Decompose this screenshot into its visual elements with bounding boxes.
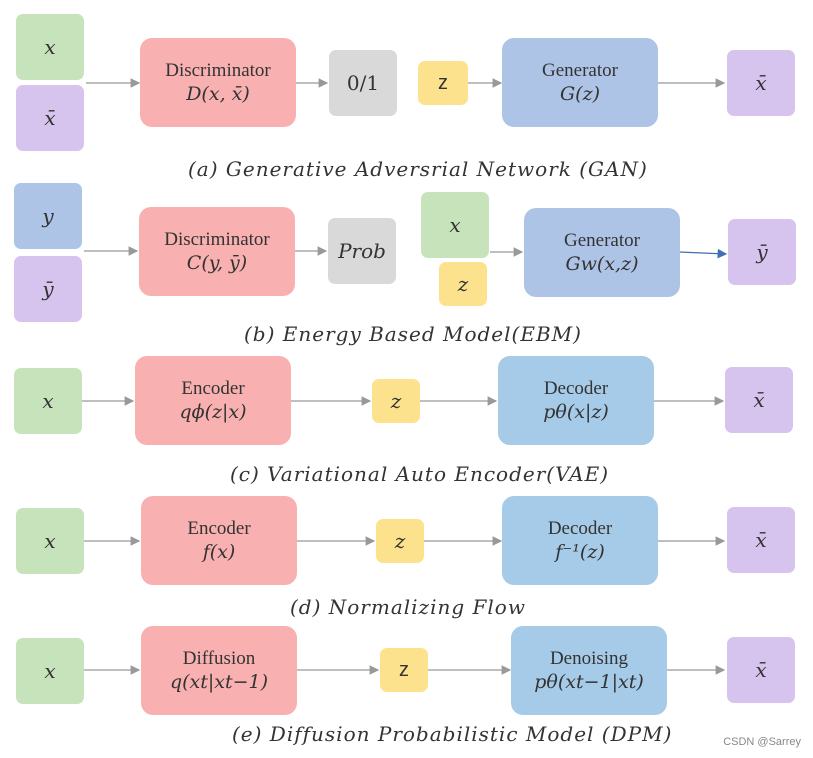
flow-encoder: Encoder f(x) [141, 496, 297, 585]
vae-enc-title: Encoder [181, 377, 245, 399]
ebm-gen-title: Generator [564, 229, 640, 251]
gan-output: 0/1 [329, 50, 397, 116]
flow-caption: (d) Normalizing Flow [290, 595, 526, 619]
flow-dec-title: Decoder [547, 517, 613, 539]
ebm-result: ȳ [728, 219, 796, 285]
flow-dec-sub: f⁻¹(z) [555, 540, 605, 563]
dpm-input-x: x [16, 638, 84, 704]
gan-gen-sub: G(z) [559, 82, 600, 105]
vae-dec-sub: pθ(x|z) [543, 400, 609, 423]
gan-disc-sub: D(x, x̄) [186, 82, 250, 105]
vae-dec-title: Decoder [543, 377, 609, 399]
vae-enc-sub: qϕ(z|x) [179, 400, 247, 423]
dpm-enc-sub: q(xt|xt−1) [169, 670, 269, 693]
gan-generator: Generator G(z) [502, 38, 658, 127]
ebm-latent-z: z [439, 262, 487, 306]
dpm-caption: (e) Diffusion Probabilistic Model (DPM) [232, 722, 673, 746]
ebm-output: Prob [328, 218, 396, 284]
flow-latent-z: z [376, 519, 424, 563]
flow-enc-sub: f(x) [202, 540, 236, 563]
ebm-gen-sub: Gw(x,z) [565, 252, 639, 275]
vae-decoder: Decoder pθ(x|z) [498, 356, 654, 445]
vae-input-x: x [14, 368, 82, 434]
vae-caption: (c) Variational Auto Encoder(VAE) [230, 462, 610, 486]
flow-result: x̄ [727, 507, 795, 573]
vae-encoder: Encoder qϕ(z|x) [135, 356, 291, 445]
gan-latent-z: z [418, 61, 468, 105]
watermark: CSDN @Sarrey [723, 736, 801, 748]
ebm-caption: (b) Energy Based Model(EBM) [244, 322, 582, 346]
dpm-result: x̄ [727, 637, 795, 703]
gan-disc-title: Discriminator [165, 59, 271, 81]
gan-gen-title: Generator [542, 59, 618, 81]
vae-result: x̄ [725, 367, 793, 433]
ebm-arrow-gen [678, 248, 728, 259]
dpm-diffusion: Diffusion q(xt|xt−1) [141, 626, 297, 715]
dpm-dec-title: Denoising [549, 647, 629, 669]
ebm-disc-sub: C(y, ȳ) [186, 251, 248, 274]
flow-decoder: Decoder f⁻¹(z) [502, 496, 658, 585]
vae-latent-z: z [372, 379, 420, 423]
dpm-enc-title: Diffusion [182, 647, 256, 669]
ebm-input-y: y [14, 183, 82, 249]
flow-enc-title: Encoder [187, 517, 251, 539]
gan-input-xbar: x̄ [16, 85, 84, 151]
dpm-denoising: Denoising pθ(xt−1|xt) [511, 626, 667, 715]
dpm-dec-sub: pθ(xt−1|xt) [534, 670, 644, 693]
dpm-latent-z: z [380, 648, 428, 692]
ebm-disc-title: Discriminator [164, 228, 270, 250]
ebm-input-x: x [421, 192, 489, 258]
ebm-discriminator: Discriminator C(y, ȳ) [139, 207, 295, 296]
flow-input-x: x [16, 508, 84, 574]
gan-discriminator: Discriminator D(x, x̄) [140, 38, 296, 127]
gan-input-x: x [16, 14, 84, 80]
ebm-generator: Generator Gw(x,z) [524, 208, 680, 297]
gan-result: x̄ [727, 50, 795, 116]
gan-caption: (a) Generative Adversrial Network (GAN) [188, 157, 648, 181]
ebm-input-ybar: ȳ [14, 256, 82, 322]
